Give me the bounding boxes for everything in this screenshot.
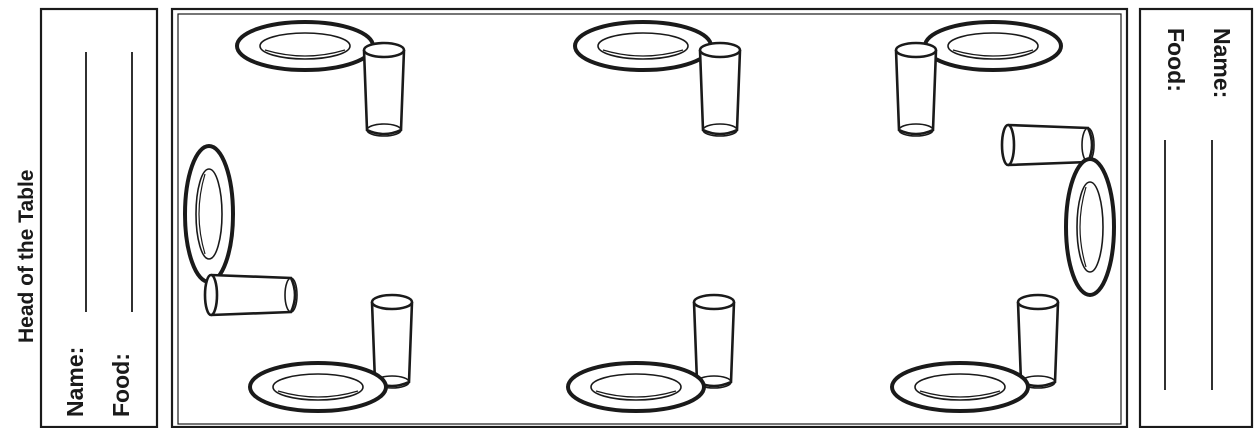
head-of-table-label: Head of the Table xyxy=(15,169,38,343)
left-name-card xyxy=(39,7,159,428)
right-name-card xyxy=(1138,7,1254,428)
left-name-label: Name: xyxy=(62,346,88,417)
right-name-label: Name: xyxy=(1209,28,1235,99)
left-food-label: Food: xyxy=(108,353,134,417)
table xyxy=(170,7,1129,428)
right-food-label: Food: xyxy=(1163,28,1189,92)
